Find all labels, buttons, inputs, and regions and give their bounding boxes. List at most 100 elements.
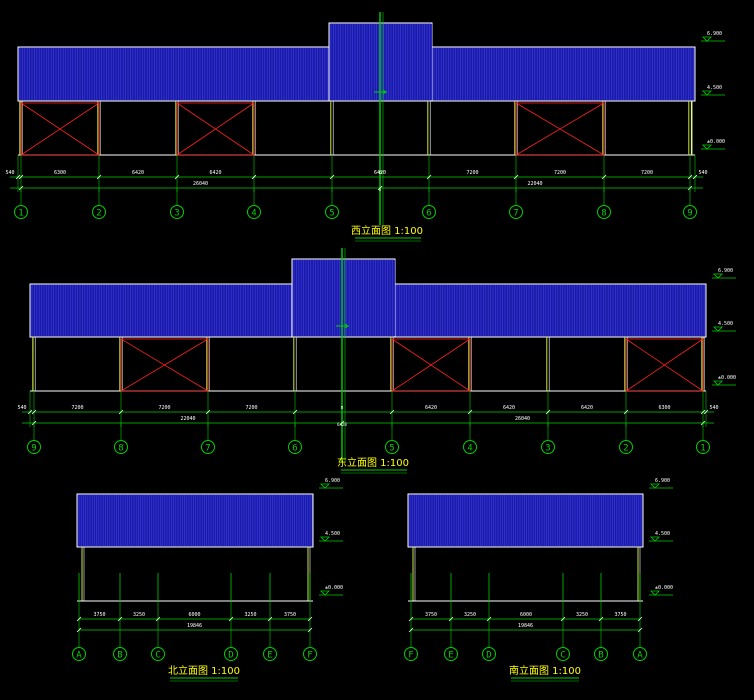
dimension-text: 3750 bbox=[425, 612, 437, 618]
dim-tick bbox=[76, 627, 82, 633]
view-title: 北立面图 1:100 bbox=[168, 664, 240, 677]
axis-circle bbox=[325, 205, 339, 219]
dimension-text: 540 bbox=[5, 170, 14, 176]
level-label: 4.500 bbox=[707, 85, 722, 91]
grid-axis-bubble: 9 bbox=[27, 440, 41, 454]
level-mark: 6.900 bbox=[319, 478, 343, 489]
level-triangle-icon bbox=[650, 536, 660, 542]
dimension-text: 6300 bbox=[54, 170, 66, 176]
grid-axis-bubble: 8 bbox=[114, 440, 128, 454]
dimension-text: 6420 bbox=[209, 170, 221, 176]
axis-circle bbox=[303, 647, 317, 661]
level-mark: 6.900 bbox=[649, 478, 673, 489]
dimension-text: 7200 bbox=[158, 405, 170, 411]
axis-circle bbox=[151, 647, 165, 661]
dimension-text: 19846 bbox=[518, 623, 533, 629]
axis-circle bbox=[385, 440, 399, 454]
grid-axis-bubble: 7 bbox=[509, 205, 523, 219]
axis-label: 5 bbox=[389, 444, 394, 454]
axis-circle bbox=[556, 647, 570, 661]
axis-circle bbox=[170, 205, 184, 219]
dim-tick bbox=[513, 174, 519, 180]
dimension-text: 26040 bbox=[193, 181, 208, 187]
grid-axis-bubble: C bbox=[556, 647, 570, 661]
level-label: ±0.000 bbox=[655, 585, 673, 591]
cladding-ribs bbox=[19, 48, 328, 100]
axis-circle bbox=[597, 205, 611, 219]
axis-circle bbox=[72, 647, 86, 661]
view-title: 东立面图 1:100 bbox=[337, 456, 409, 469]
cladding-ribs bbox=[396, 285, 705, 336]
wall-cladding-left bbox=[29, 283, 293, 338]
dim-tick bbox=[155, 616, 161, 622]
grid-axis-bubble: E bbox=[444, 647, 458, 661]
level-label: 6.900 bbox=[325, 478, 340, 484]
dimension-text: 7200 bbox=[245, 405, 257, 411]
wall-cladding-right bbox=[431, 46, 696, 102]
dimension-text: 540 bbox=[698, 170, 707, 176]
brace-diagonal bbox=[515, 102, 605, 156]
axis-circle bbox=[509, 205, 523, 219]
level-label: 4.500 bbox=[718, 321, 733, 327]
axis-label: 8 bbox=[601, 209, 606, 219]
dim-tick bbox=[560, 616, 566, 622]
dimension-text: 6420 bbox=[425, 405, 437, 411]
axis-label: B bbox=[598, 651, 603, 661]
grid-axis-bubble: 1 bbox=[696, 440, 710, 454]
axis-circle bbox=[224, 647, 238, 661]
grid-axis-bubble: 2 bbox=[619, 440, 633, 454]
axis-label: 7 bbox=[513, 209, 518, 219]
dimension-text: 7200 bbox=[554, 170, 566, 176]
wall-cladding-left bbox=[17, 46, 330, 102]
grid-axis-bubble: E bbox=[263, 647, 277, 661]
axis-label: 1 bbox=[700, 444, 705, 454]
level-mark: 6.900 bbox=[712, 268, 736, 279]
brace-diagonal bbox=[625, 338, 704, 392]
grid-axis-bubble: A bbox=[72, 647, 86, 661]
axis-label: 1 bbox=[18, 209, 23, 219]
axis-circle bbox=[444, 647, 458, 661]
cladding-panel bbox=[29, 283, 293, 338]
dim-tick bbox=[292, 409, 298, 415]
grid-axis-bubble: 8 bbox=[597, 205, 611, 219]
axis-circle bbox=[696, 440, 710, 454]
axis-circle bbox=[288, 440, 302, 454]
dim-tick bbox=[307, 627, 313, 633]
axis-label: A bbox=[637, 651, 643, 661]
level-label: ±0.000 bbox=[325, 585, 343, 591]
grid-axis-bubble: 6 bbox=[288, 440, 302, 454]
axis-label: C bbox=[560, 651, 565, 661]
cross-bracing bbox=[176, 102, 255, 156]
grid-axis-bubble: 4 bbox=[463, 440, 477, 454]
grid-axis-bubble: 5 bbox=[325, 205, 339, 219]
dimension-text: 7200 bbox=[466, 170, 478, 176]
dim-tick bbox=[700, 409, 706, 415]
level-triangle-icon bbox=[320, 590, 330, 596]
axis-circle bbox=[92, 205, 106, 219]
grid-axis-bubble: 5 bbox=[385, 440, 399, 454]
level-mark: ±0.000 bbox=[319, 585, 343, 596]
dim-tick bbox=[703, 409, 709, 415]
dimension-text: 6420 bbox=[581, 405, 593, 411]
dimension-text: 6420 bbox=[337, 422, 347, 427]
dimension-text: 6420 bbox=[374, 170, 386, 176]
dim-tick bbox=[117, 616, 123, 622]
brace-frame bbox=[391, 338, 471, 392]
dim-tick bbox=[267, 616, 273, 622]
grid-axis-bubble: 3 bbox=[541, 440, 555, 454]
axis-circle bbox=[633, 647, 647, 661]
dimension-text: 3250 bbox=[464, 612, 476, 618]
axis-label: A bbox=[76, 651, 82, 661]
brace-frame bbox=[176, 102, 255, 156]
grid-axis-bubble: F bbox=[303, 647, 317, 661]
dimension-text: 3250 bbox=[244, 612, 256, 618]
dim-tick bbox=[15, 174, 21, 180]
axis-circle bbox=[263, 647, 277, 661]
view-title: 西立面图 1:100 bbox=[351, 224, 423, 237]
cladding-ribs bbox=[293, 260, 396, 336]
view-title: 南立面图 1:100 bbox=[509, 664, 581, 677]
grid-axis-bubble: D bbox=[224, 647, 238, 661]
grid-axis-bubble: F bbox=[404, 647, 418, 661]
dimension-text: 22040 bbox=[527, 181, 542, 187]
